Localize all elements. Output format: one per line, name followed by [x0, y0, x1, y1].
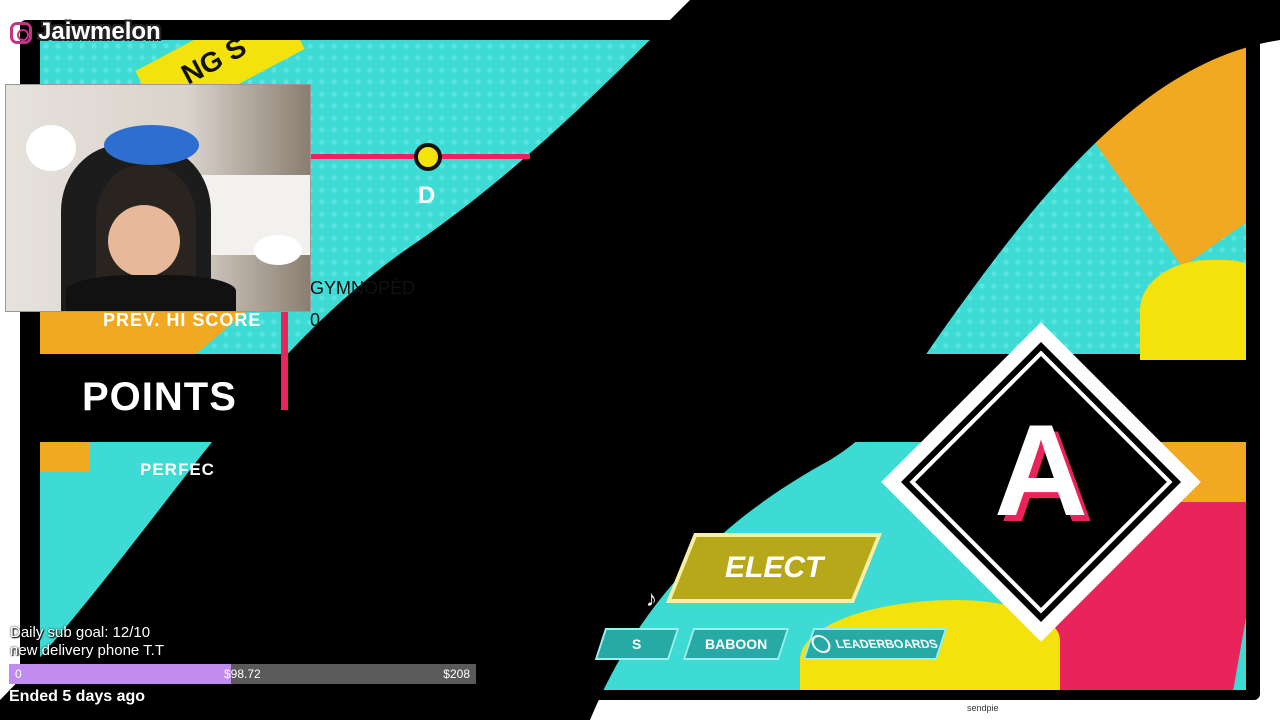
song-select-label: ELECT — [724, 551, 824, 584]
footer-credit: sendpie — [967, 703, 999, 713]
webcam-feed — [5, 84, 311, 312]
yellow-wave-right — [1140, 260, 1246, 360]
leaderboards-label: LEADERBOARDS — [834, 637, 940, 651]
points-label: POINTS — [82, 375, 237, 419]
music-note-icon: ♪ — [646, 586, 657, 611]
orange-accent — [40, 442, 90, 472]
globe-icon — [809, 635, 834, 653]
menu-prev-label: S — [632, 636, 642, 652]
prev-hi-score-value: 0 — [310, 310, 321, 330]
sub-goal-progress-fill — [9, 664, 231, 684]
baboon-label: BABOON — [704, 636, 768, 652]
instagram-icon — [10, 22, 32, 44]
song-title: GYMNOPÉD — [310, 278, 416, 298]
sub-goal-target: $208 — [443, 667, 470, 681]
sub-goal-current: $98.72 — [224, 667, 261, 681]
baboon-button[interactable]: BABOON — [682, 628, 790, 660]
webcam-plush — [104, 125, 199, 165]
sub-goal-start: 0 — [15, 667, 22, 681]
perfect-label: PERFEC — [140, 460, 215, 479]
sub-goal-status: Ended 5 days ago — [9, 688, 146, 705]
song-select-button[interactable]: ELECT — [665, 533, 883, 603]
menu-button-prev[interactable]: S — [594, 628, 680, 660]
prev-hi-score-label: PREV. HI SCORE — [103, 310, 262, 330]
webcam-bear-plush — [26, 125, 76, 171]
sub-goal-title: Daily sub goal: 12/10 — [10, 624, 151, 641]
song-progress-marker — [414, 143, 442, 171]
webcam-person-body — [66, 275, 236, 311]
leaderboards-button[interactable]: LEADERBOARDS — [802, 628, 948, 660]
webcam-person-face — [108, 205, 180, 277]
pink-divider — [281, 300, 288, 410]
streamer-handle: Jaiwmelon — [38, 18, 161, 45]
grade-badge: A — [881, 322, 1201, 642]
final-grade: A — [994, 397, 1088, 543]
sub-goal-progress-bar: 0 $98.72 $208 — [9, 664, 476, 684]
sub-goal-subtitle: new delivery phone T.T — [10, 642, 164, 659]
webcam-seal-plush — [254, 235, 302, 265]
grade-threshold-label: D — [418, 182, 436, 209]
